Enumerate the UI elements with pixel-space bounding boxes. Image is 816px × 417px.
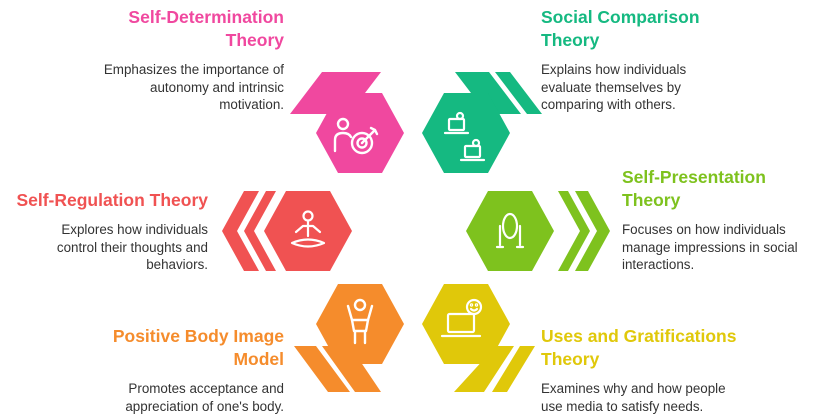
comparison-laptops-icon bbox=[443, 111, 486, 162]
desc-line: control their thoughts and bbox=[56, 239, 208, 255]
title-line: Theory bbox=[541, 30, 600, 50]
title-line: Self-Presentation bbox=[622, 167, 766, 187]
self-determination-description: Emphasizes the importance of autonomy an… bbox=[14, 61, 284, 114]
social-comparison-chevron bbox=[455, 72, 542, 114]
cheering-person-icon bbox=[346, 298, 374, 345]
uses-gratifications-label: Uses and Gratifications Theory Examines … bbox=[541, 325, 811, 415]
self-presentation-description: Focuses on how individuals manage impres… bbox=[622, 221, 814, 274]
desc-line: Examines why and how people bbox=[541, 381, 726, 396]
uses-gratifications-chevron bbox=[454, 346, 535, 392]
uses-gratifications-title: Uses and Gratifications Theory bbox=[541, 325, 811, 371]
self-presentation-hexagon bbox=[466, 191, 554, 271]
title-line: Theory bbox=[541, 349, 600, 369]
self-determination-chevron bbox=[290, 72, 381, 114]
positive-body-image-description: Promotes acceptance and appreciation of … bbox=[24, 380, 284, 415]
self-regulation-label: Self-Regulation Theory Explores how indi… bbox=[3, 189, 208, 274]
desc-line: Emphasizes the importance of bbox=[103, 62, 284, 77]
title-line: Social Comparison bbox=[541, 7, 700, 27]
desc-line: Explains how individuals bbox=[541, 62, 687, 77]
title-line: Self-Determination bbox=[128, 7, 284, 27]
social-comparison-label: Social Comparison Theory Explains how in… bbox=[541, 6, 801, 114]
self-determination-title: Self-Determination Theory bbox=[14, 6, 284, 52]
title-line: Positive Body Image bbox=[112, 326, 284, 346]
desc-line: appreciation of one's body. bbox=[125, 398, 284, 414]
desc-line: comparing with others. bbox=[541, 97, 676, 112]
self-regulation-title: Self-Regulation Theory bbox=[3, 189, 208, 212]
title-line: Theory bbox=[622, 190, 681, 210]
meditation-person-icon bbox=[290, 210, 326, 248]
desc-line: behaviors. bbox=[146, 257, 208, 272]
social-comparison-title: Social Comparison Theory bbox=[541, 6, 801, 52]
positive-body-image-chevron bbox=[294, 346, 381, 392]
desc-line: interactions. bbox=[622, 257, 695, 272]
self-presentation-label: Self-Presentation Theory Focuses on how … bbox=[622, 166, 814, 274]
smiley-laptop-icon bbox=[440, 298, 483, 338]
uses-gratifications-shape bbox=[422, 284, 535, 392]
desc-line: use media to satisfy needs. bbox=[541, 398, 704, 414]
self-regulation-description: Explores how individuals control their t… bbox=[3, 221, 208, 274]
self-presentation-chevron bbox=[558, 191, 610, 271]
uses-gratifications-hexagon bbox=[422, 284, 510, 364]
desc-line: Focuses on how individuals bbox=[622, 222, 786, 237]
self-presentation-title: Self-Presentation Theory bbox=[622, 166, 814, 212]
target-person-icon bbox=[333, 117, 379, 155]
positive-body-image-hexagon bbox=[316, 284, 404, 364]
social-comparison-description: Explains how individuals evaluate themse… bbox=[541, 61, 801, 114]
positive-body-image-title: Positive Body Image Model bbox=[24, 325, 284, 371]
title-line: Model bbox=[233, 349, 284, 369]
title-line: Uses and Gratifications bbox=[541, 326, 737, 346]
self-determination-label: Self-Determination Theory Emphasizes the… bbox=[14, 6, 284, 114]
mirror-icon bbox=[495, 212, 525, 249]
self-regulation-chevron bbox=[222, 191, 276, 271]
title-line: Theory bbox=[225, 30, 284, 50]
positive-body-image-shape bbox=[294, 284, 404, 392]
positive-body-image-label: Positive Body Image Model Promotes accep… bbox=[24, 325, 284, 415]
uses-gratifications-description: Examines why and how people use media to… bbox=[541, 380, 811, 415]
desc-line: Explores how individuals bbox=[61, 222, 208, 237]
self-regulation-shape bbox=[222, 191, 352, 271]
desc-line: manage impressions in social bbox=[622, 239, 798, 255]
desc-line: evaluate themselves by bbox=[541, 79, 681, 95]
title-line: Self-Regulation Theory bbox=[16, 190, 208, 210]
social-comparison-shape bbox=[422, 72, 542, 173]
desc-line: autonomy and intrinsic bbox=[150, 79, 284, 95]
self-presentation-shape bbox=[466, 191, 610, 271]
desc-line: Promotes acceptance and bbox=[128, 381, 284, 396]
desc-line: motivation. bbox=[219, 97, 284, 112]
